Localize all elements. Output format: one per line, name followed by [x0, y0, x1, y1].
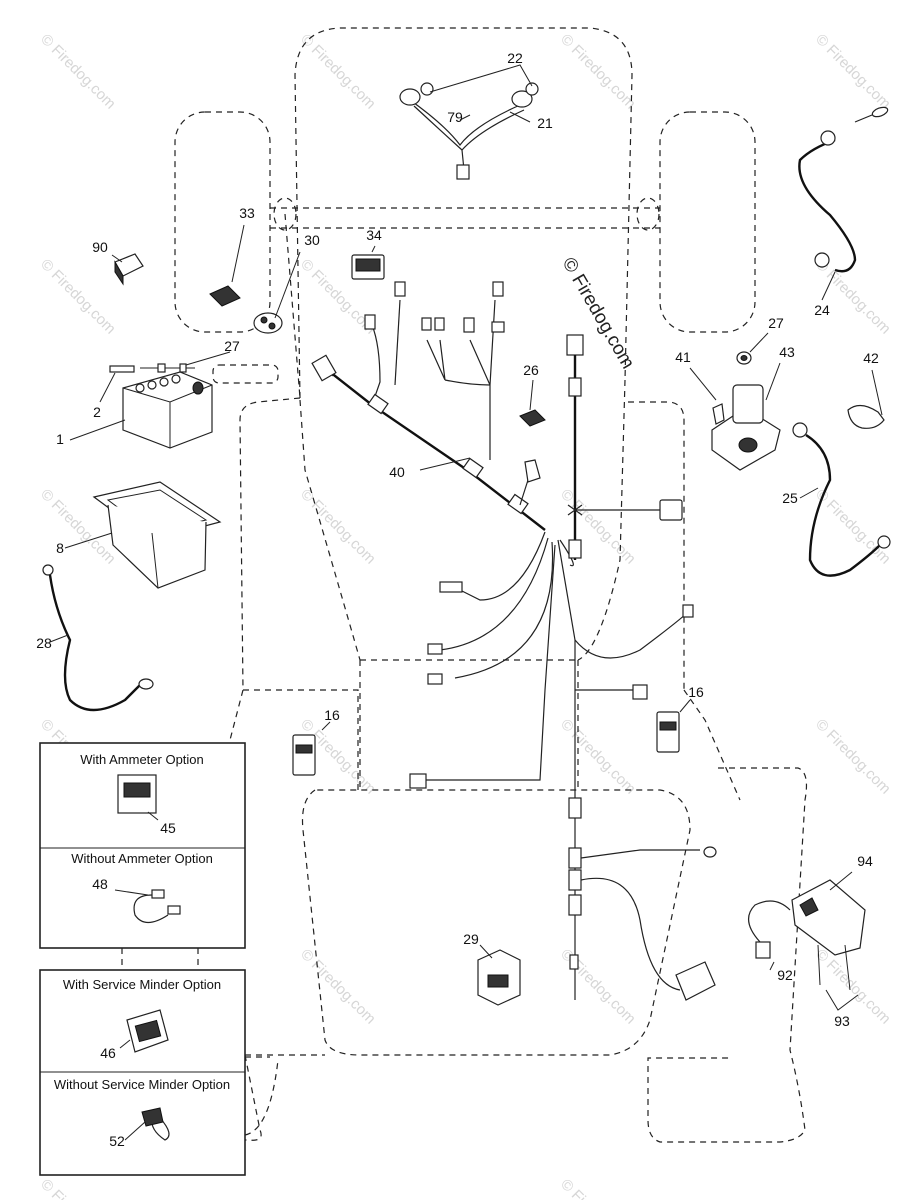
part-25-cable [792, 422, 891, 577]
watermark: © Firedog.com [37, 1176, 119, 1200]
callout-43: 43 [779, 344, 795, 360]
watermark: © Firedog.com [37, 256, 119, 338]
watermark: © Firedog.com [812, 256, 894, 338]
watermark: © Firedog.com [812, 31, 894, 113]
part-48-jumper [133, 889, 181, 924]
watermark: © Firedog.com [297, 946, 379, 1028]
callout-21: 21 [537, 115, 553, 131]
part-43-solenoid [689, 332, 781, 471]
part-90-switch [111, 253, 144, 286]
part-24-cable [798, 106, 889, 301]
callout-27-right: 27 [768, 315, 784, 331]
callouts: 22 79 21 33 30 34 90 27 2 1 8 28 40 26 2… [36, 50, 879, 1029]
callout-34: 34 [366, 227, 382, 243]
without-service-minder-title: Without Service Minder Option [54, 1077, 230, 1092]
callout-24: 24 [814, 302, 830, 318]
watermark: © Firedog.com [812, 716, 894, 798]
part-26-fuse [519, 379, 546, 427]
part-40-main-harness [311, 281, 694, 1000]
callout-90: 90 [92, 239, 108, 255]
callout-29: 29 [463, 931, 479, 947]
part-30-ignition-switch [253, 251, 301, 334]
ammeter-option-box [39, 742, 246, 949]
callout-2: 2 [93, 404, 101, 420]
callout-40: 40 [389, 464, 405, 480]
callout-22: 22 [507, 50, 523, 66]
right-harness [566, 334, 683, 560]
callout-30: 30 [304, 232, 320, 248]
rear-harness [568, 797, 717, 1001]
without-ammeter-title: Without Ammeter Option [71, 851, 213, 866]
watermark: © Firedog.com [297, 31, 379, 113]
with-ammeter-title: With Ammeter Option [80, 752, 204, 767]
callout-92: 92 [777, 967, 793, 983]
part-34-rocker-switch [351, 245, 385, 280]
part-46-service-minder [126, 1009, 169, 1053]
callout-26: 26 [523, 362, 539, 378]
watermark: © Firedog.com [812, 946, 894, 1028]
watermark: © Firedog.com [37, 31, 119, 113]
callout-25: 25 [782, 490, 798, 506]
part-1-battery [69, 371, 213, 449]
headlight-harness [399, 64, 539, 180]
callout-46: 46 [100, 1045, 116, 1061]
callout-45: 45 [160, 820, 176, 836]
part-16-connector-left [292, 721, 331, 776]
callout-42: 42 [863, 350, 879, 366]
callout-28: 28 [36, 635, 52, 651]
watermark: © Firedog.com [557, 31, 639, 113]
part-94-switch [791, 871, 866, 956]
callout-79: 79 [447, 109, 463, 125]
part-52-jumper [141, 1107, 170, 1141]
callout-8: 8 [56, 540, 64, 556]
watermark: © Firedog.com [812, 486, 894, 568]
part-2-screw [99, 351, 231, 403]
part-16-connector-right [656, 699, 691, 753]
callout-1: 1 [56, 431, 64, 447]
with-service-minder-title: With Service Minder Option [63, 977, 221, 992]
part-45-ammeter [117, 774, 157, 814]
part-29-switch [477, 944, 521, 1006]
part-42-boot [847, 369, 885, 429]
part-92-harness [748, 900, 791, 971]
callout-41: 41 [675, 349, 691, 365]
tractor-outline [174, 27, 808, 1143]
watermark: © Firedog.com [557, 1176, 639, 1200]
callout-16-left: 16 [324, 707, 340, 723]
watermark: © Firedog.com [557, 716, 639, 798]
part-8-battery-tray [64, 481, 222, 589]
part-28-cable [42, 564, 154, 712]
callout-16-right: 16 [688, 684, 704, 700]
callout-33: 33 [239, 205, 255, 221]
callout-27-left: 27 [224, 338, 240, 354]
part-93-screws [817, 944, 859, 1011]
callout-93: 93 [834, 1013, 850, 1029]
callout-94: 94 [857, 853, 873, 869]
options-panel: With Ammeter Option 45 Without Ammeter O… [39, 742, 279, 1176]
watermark: © Firedog.com [297, 486, 379, 568]
part-33-fuse [209, 224, 245, 307]
callout-48: 48 [92, 876, 108, 892]
callout-52: 52 [109, 1133, 125, 1149]
